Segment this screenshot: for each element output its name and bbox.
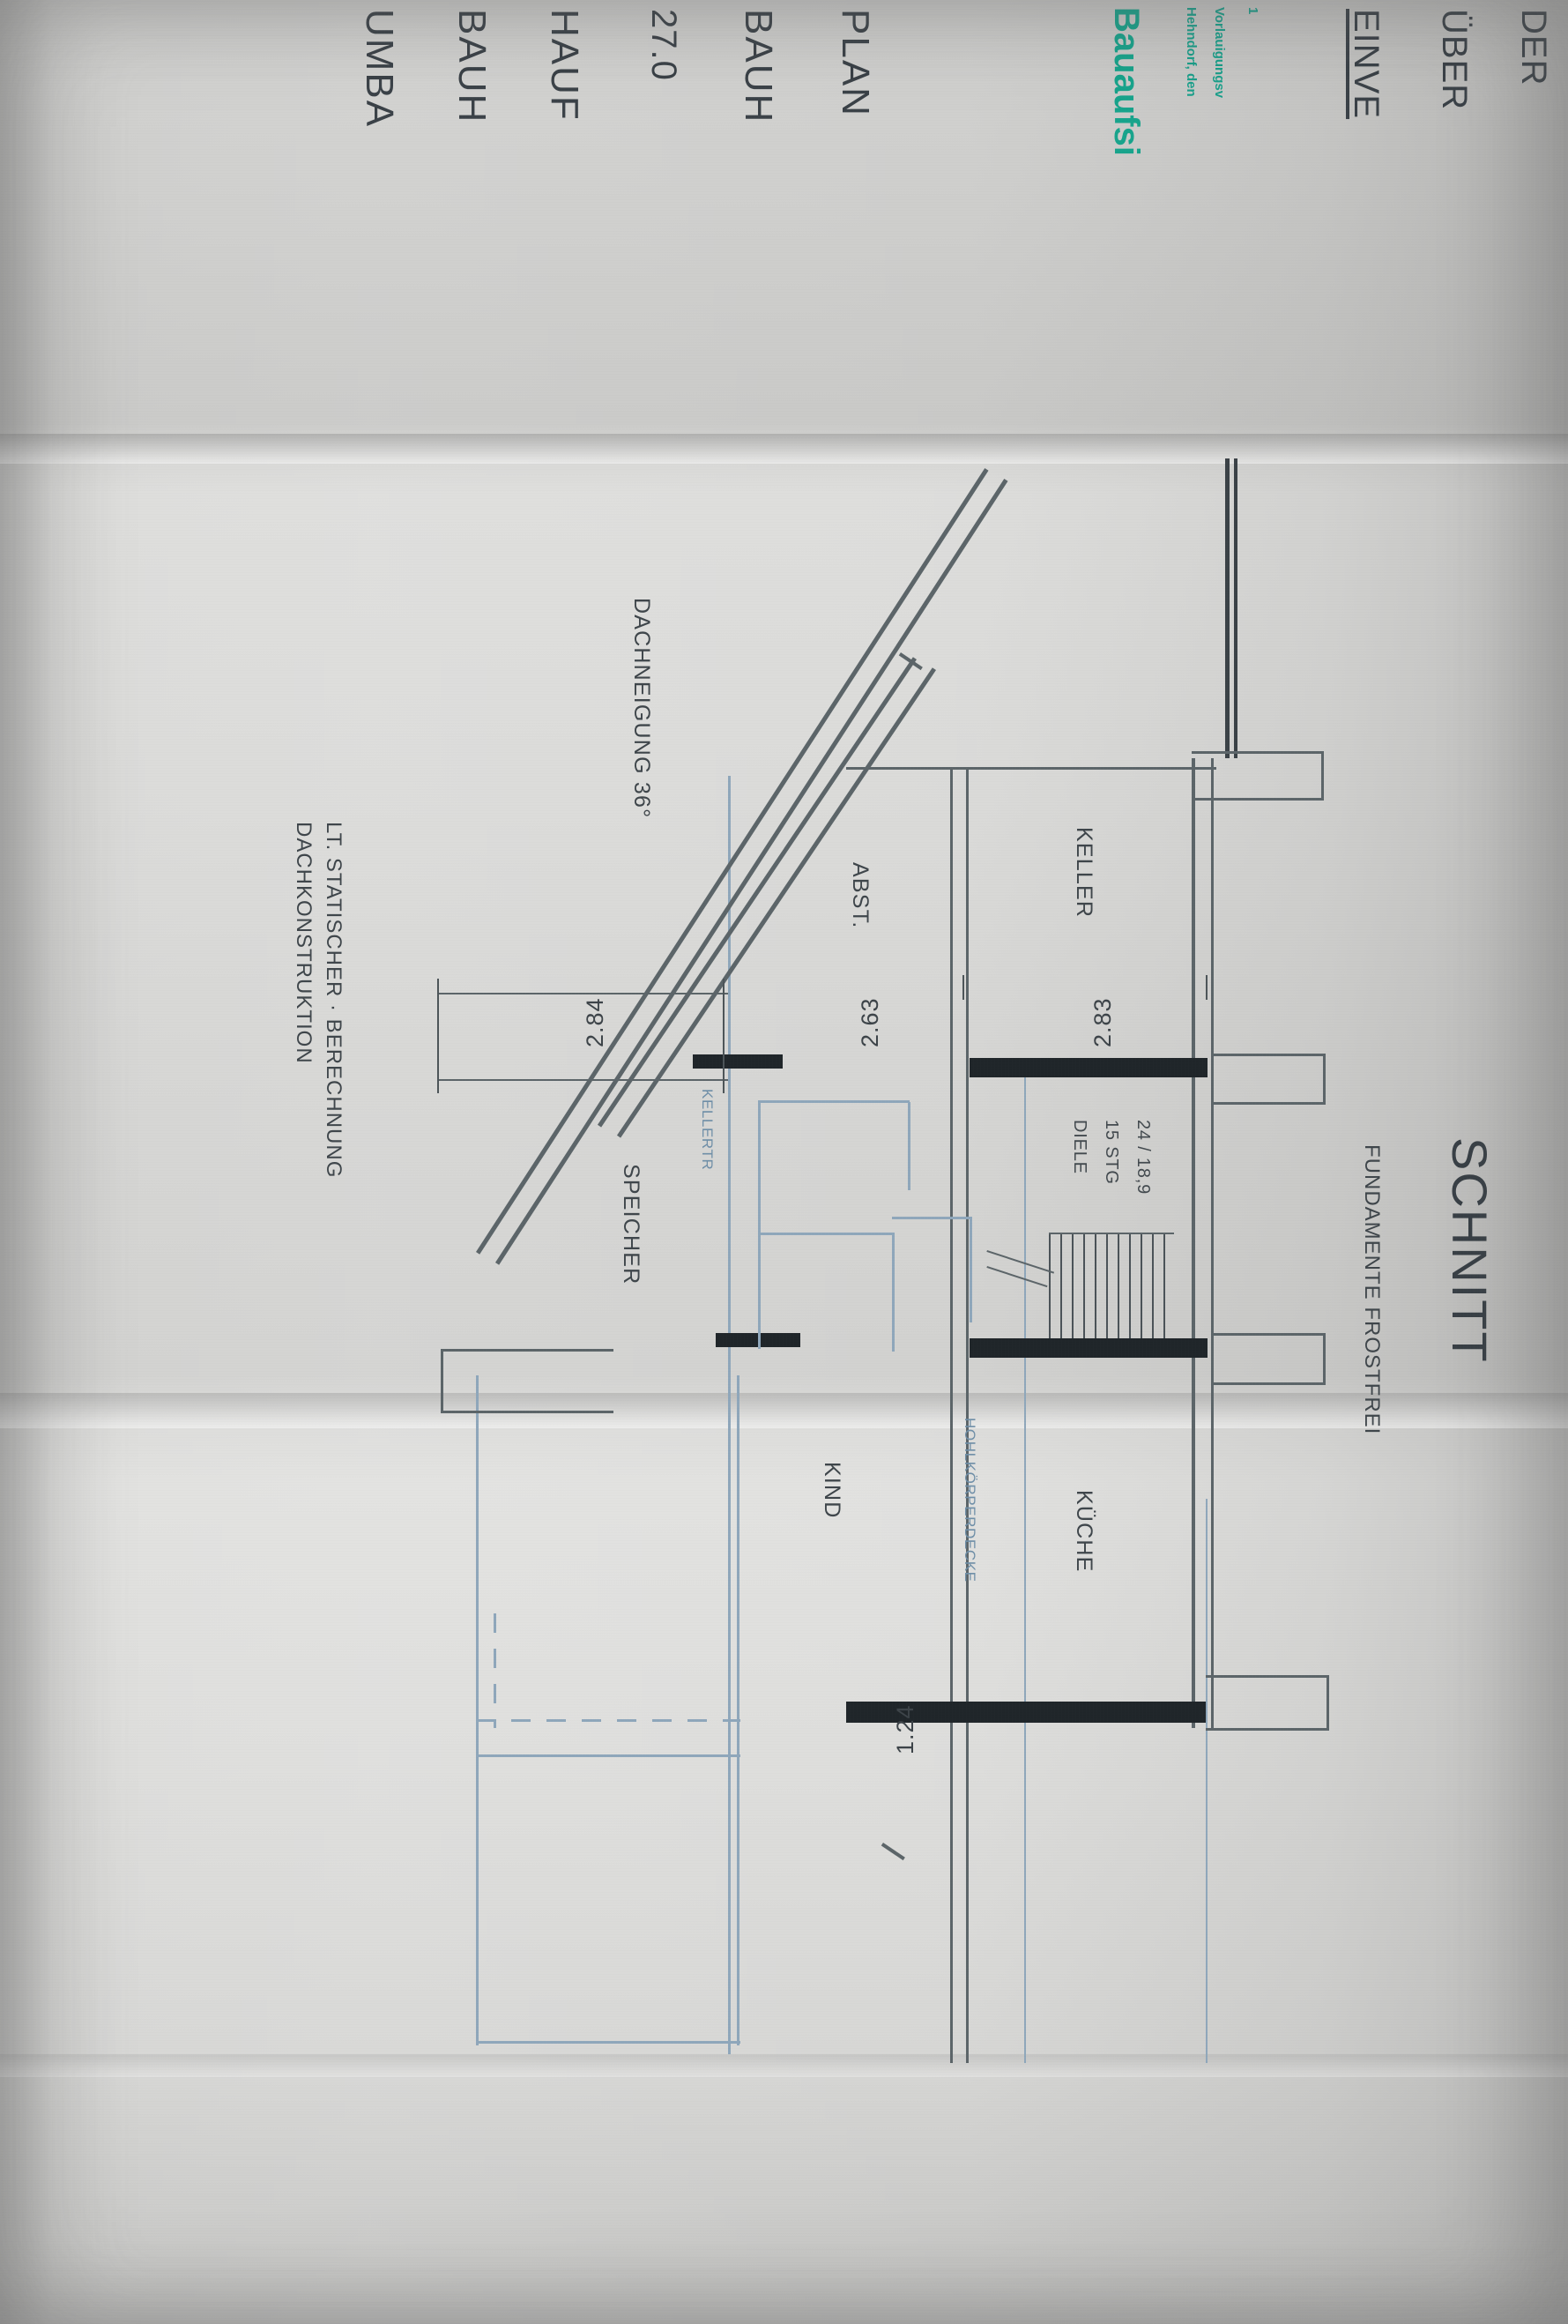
label-room-kellertr: KELLERTR [699, 1089, 716, 1171]
footing-lower [1206, 1728, 1329, 1731]
dimension-attic: 2.84 [582, 997, 608, 1047]
left-ledge-lower [441, 1411, 613, 1413]
level-line-upper [846, 767, 1216, 770]
label-room-speicher: SPEICHER [619, 1164, 643, 1285]
header-line-date: 27.0 [644, 9, 683, 81]
floor-slab-ground-ceiling [970, 1338, 1208, 1358]
partition-line-e [1206, 1499, 1208, 2063]
ledge-top-upper [1192, 751, 1324, 754]
adjacent-building-line-right [737, 1375, 739, 2045]
dim-tick-basement [1206, 975, 1208, 1000]
footing-upper [1206, 1675, 1329, 1678]
level-line-attic [437, 993, 728, 994]
ledge-top-lower [1192, 798, 1324, 801]
label-room-keller: KELLER [1072, 827, 1096, 919]
lower-outline-base [476, 2041, 740, 2044]
label-room-kind: KIND [820, 1462, 844, 1519]
label-room-kueche: KÜCHE [1072, 1490, 1096, 1573]
lower-outline-line [476, 1754, 740, 1757]
dimension-basement: 2.83 [1089, 997, 1116, 1047]
header-line-plan: PLAN [834, 9, 877, 117]
dim-tick-attic-left [437, 979, 439, 1093]
outer-wall-right-outer [1192, 758, 1195, 1728]
dashed-line-horizontal [476, 1719, 740, 1722]
header-line-bauherr-1: BAUH [450, 9, 494, 124]
dashed-line-vertical [494, 1613, 496, 1728]
opening-line-2 [908, 1102, 910, 1190]
stamp-heading: Bauaufsi [1107, 7, 1146, 156]
stamp-line-place-date: Hehndorf, den [1184, 7, 1199, 97]
stair-hatch [1049, 1234, 1172, 1338]
partition-line-c [728, 776, 731, 2054]
label-stair-riser-tread: 24 / 18,9 [1133, 1120, 1153, 1196]
adjacent-building-line-left [476, 1375, 479, 2045]
opening-line-4 [758, 1234, 761, 1349]
left-ledge-end [441, 1349, 443, 1412]
level-line-attic-2 [437, 1079, 728, 1081]
opening-line-7 [892, 1217, 971, 1219]
stair-top-line [1049, 1233, 1174, 1234]
label-roof-construction-1: DACHKONSTRUKTION [292, 822, 316, 1064]
right-line-einverstaendnis: EINVE [1347, 9, 1386, 120]
dim-tick-upper [962, 975, 964, 1000]
opening-line-8 [970, 1217, 972, 1322]
partition-line-a [950, 767, 953, 2063]
ledge-mid-end [1323, 1054, 1326, 1105]
label-stair-room: DIELE [1070, 1120, 1089, 1174]
right-line-ueber: ÜBER [1435, 9, 1474, 111]
stamp-line-note: Vorlauigungsv [1212, 7, 1227, 99]
partition-line-b [966, 767, 969, 2063]
right-line-der: DER [1514, 9, 1553, 86]
opening-line-1 [758, 1102, 761, 1252]
label-hohlkoerperdecke: HOHLKÖRPERDECKE [962, 1418, 978, 1583]
opening-line-5 [892, 1233, 895, 1352]
label-stair-count: 15 STG [1102, 1120, 1121, 1185]
floor-slab-basement-ceiling [970, 1058, 1208, 1077]
label-foundations: FUNDAMENTE FROSTFREI [1360, 1144, 1384, 1435]
outer-wall-right-inner [1211, 758, 1214, 1728]
opening-line-6 [758, 1233, 895, 1235]
header-line-umbau: UMBA [358, 9, 401, 129]
label-roof-construction-2: LT. STATISCHER · BERECHNUNG [322, 822, 346, 1179]
ledge-mid-lower [1211, 1102, 1326, 1105]
floor-slab-attic-left [693, 1054, 783, 1069]
floor-slab-ground-floor [846, 1702, 1206, 1723]
section-title: SCHNITT [1442, 1137, 1497, 1364]
opening-line-3 [758, 1100, 910, 1103]
ledge-low-lower [1211, 1382, 1326, 1385]
dimension-parapet: 1.24 [892, 1704, 918, 1754]
chimney-line-left [1225, 458, 1230, 758]
header-line-haus: HAUF [543, 9, 586, 122]
ledge-low-end [1323, 1333, 1326, 1384]
ledge-low-upper [1211, 1333, 1326, 1336]
ledge-mid-upper [1211, 1054, 1326, 1056]
stamp-line-number: 1 [1245, 7, 1260, 15]
ledge-top-end [1321, 751, 1324, 801]
label-roof-pitch: DACHNEIGUNG 36° [629, 598, 654, 819]
dim-tick-attic-right [723, 979, 725, 1093]
label-room-abst: ABST. [848, 862, 873, 929]
left-ledge-upper [441, 1349, 613, 1352]
header-line-bauherr-2: BAUH [737, 9, 780, 124]
chimney-line-right [1234, 458, 1237, 758]
partition-line-d [1024, 1058, 1026, 2063]
footing-end [1326, 1675, 1329, 1730]
dimension-upper: 2.63 [857, 997, 883, 1047]
